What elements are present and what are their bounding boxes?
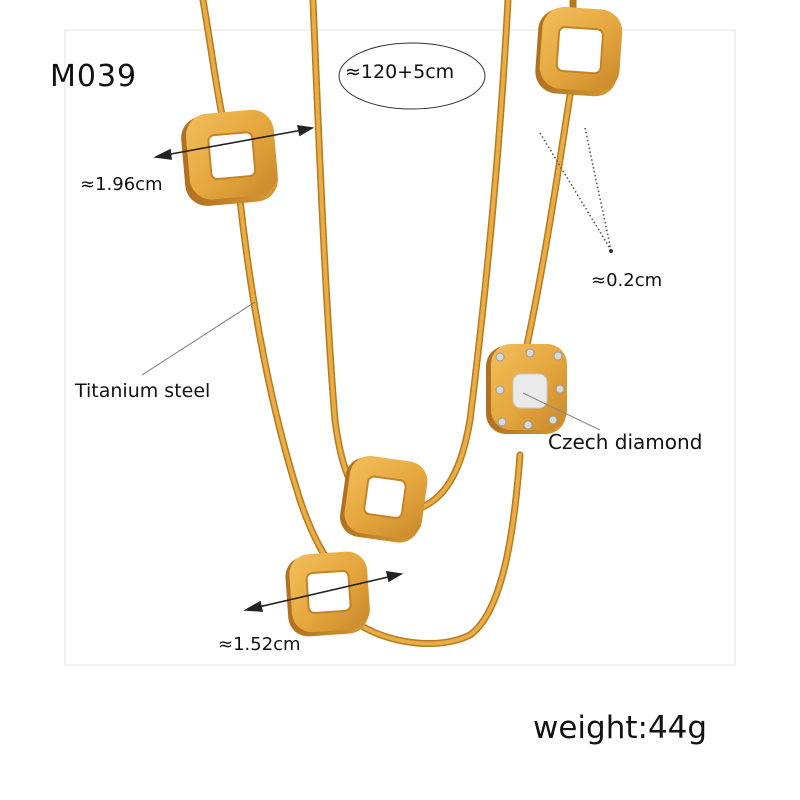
thickness-indicator <box>539 127 612 251</box>
pendant-czech-diamond <box>486 344 567 434</box>
material-leader-line <box>141 301 256 376</box>
pendant-top-right <box>535 6 623 97</box>
length-label: ≈120+5cm <box>345 61 455 83</box>
background-frame <box>64 29 736 666</box>
stone-label: Czech diamond <box>548 430 703 454</box>
chain-thickness-label: ≈0.2cm <box>591 270 663 291</box>
pendant-bottom <box>285 551 370 637</box>
pendant-middle <box>339 455 428 543</box>
small-pendant-width-label: ≈1.52cm <box>218 634 301 655</box>
large-pendant-width-label: ≈1.96cm <box>80 174 163 195</box>
stone-leader-line <box>522 392 601 431</box>
material-label: Titanium steel <box>75 380 211 402</box>
model-code: M039 <box>50 59 138 94</box>
width-arrow-large <box>153 125 315 160</box>
outer-chain <box>199 0 577 647</box>
length-ellipse <box>338 42 486 110</box>
weight-label: weight:44g <box>533 710 708 746</box>
inner-chain <box>309 0 512 516</box>
width-arrow-small <box>243 571 404 612</box>
pendant-large-left <box>181 109 278 206</box>
